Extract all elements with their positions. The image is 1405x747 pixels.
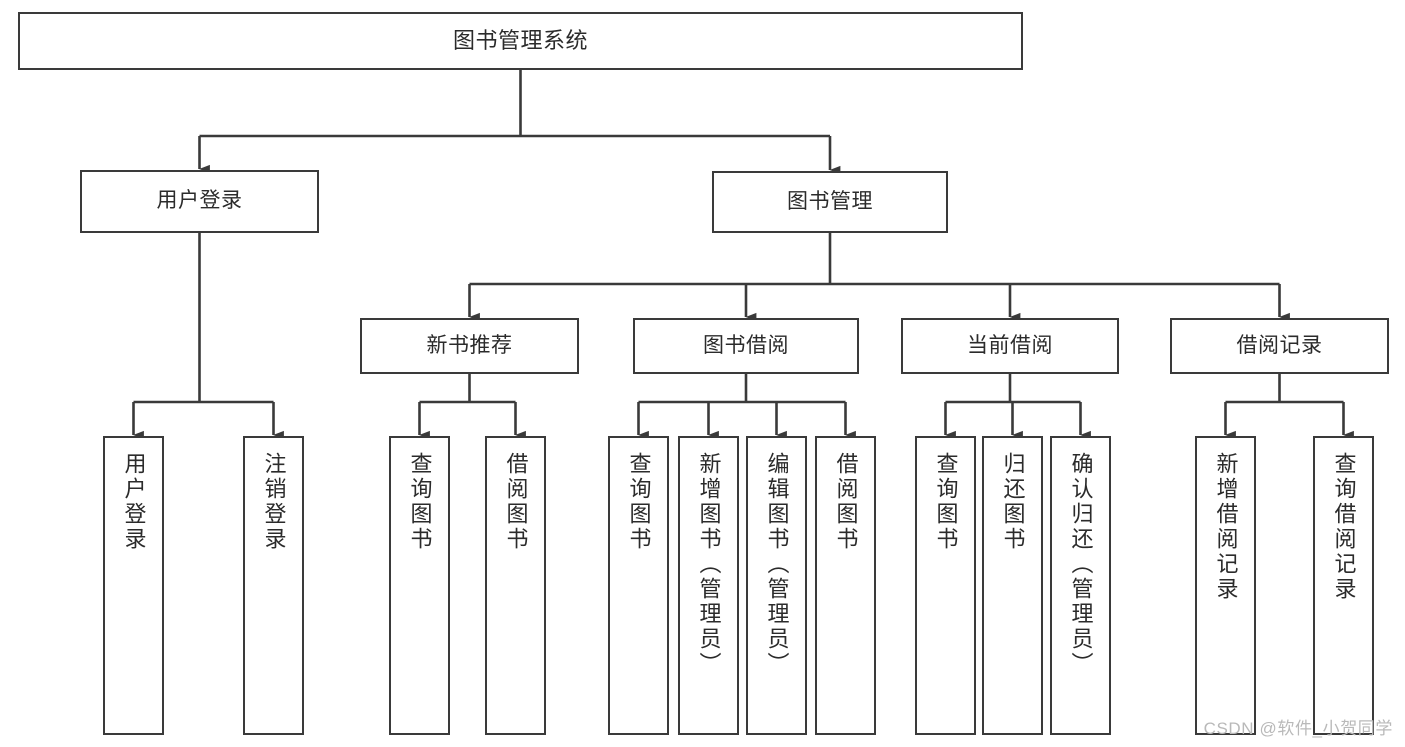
node-label: 注销登录 [261,452,287,552]
node-label: 查询图书 [407,452,433,552]
node-leaf-query-1[interactable]: 查询图书 [389,436,450,735]
node-new-book-rec[interactable]: 新书推荐 [360,318,579,374]
node-label: 图书管理 [787,189,873,213]
node-label: 图书管理系统 [452,28,588,54]
node-label: 借阅记录 [1236,333,1323,357]
node-label: 借阅图书 [833,452,859,552]
node-leaf-return[interactable]: 归还图书 [982,436,1043,735]
node-label: 查询图书 [626,452,652,552]
node-label: 新增借阅记录 [1213,452,1239,602]
node-label: 新增图书（管理员） [696,452,722,677]
node-label: 用户登录 [156,189,243,213]
node-label: 查询图书 [933,452,959,552]
node-leaf-confirm[interactable]: 确认归还（管理员） [1050,436,1111,735]
node-label: 查询借阅记录 [1331,452,1357,602]
node-book-manage[interactable]: 图书管理 [712,171,948,233]
node-label: 新书推荐 [426,333,513,357]
node-label: 当前借阅 [967,333,1053,357]
node-label: 编辑图书（管理员） [764,452,790,677]
node-label: 确认归还（管理员） [1068,452,1094,677]
node-root[interactable]: 图书管理系统 [18,12,1023,70]
node-leaf-user-login[interactable]: 用户登录 [103,436,164,735]
node-borrow-record[interactable]: 借阅记录 [1170,318,1389,374]
node-label: 图书借阅 [703,333,789,357]
node-book-borrow[interactable]: 图书借阅 [633,318,859,374]
node-label: 用户登录 [121,452,147,552]
node-label: 归还图书 [1000,452,1026,552]
node-leaf-query-2[interactable]: 查询图书 [608,436,669,735]
node-label: 借阅图书 [503,452,529,552]
node-leaf-query-3[interactable]: 查询图书 [915,436,976,735]
node-leaf-logout[interactable]: 注销登录 [243,436,304,735]
node-user-login[interactable]: 用户登录 [80,170,319,233]
node-leaf-add-rec[interactable]: 新增借阅记录 [1195,436,1256,735]
node-leaf-edit-book[interactable]: 编辑图书（管理员） [746,436,807,735]
node-leaf-borrow-1[interactable]: 借阅图书 [485,436,546,735]
node-leaf-add-book[interactable]: 新增图书（管理员） [678,436,739,735]
node-leaf-query-rec[interactable]: 查询借阅记录 [1313,436,1374,735]
node-leaf-borrow-2[interactable]: 借阅图书 [815,436,876,735]
node-current-borrow[interactable]: 当前借阅 [901,318,1119,374]
